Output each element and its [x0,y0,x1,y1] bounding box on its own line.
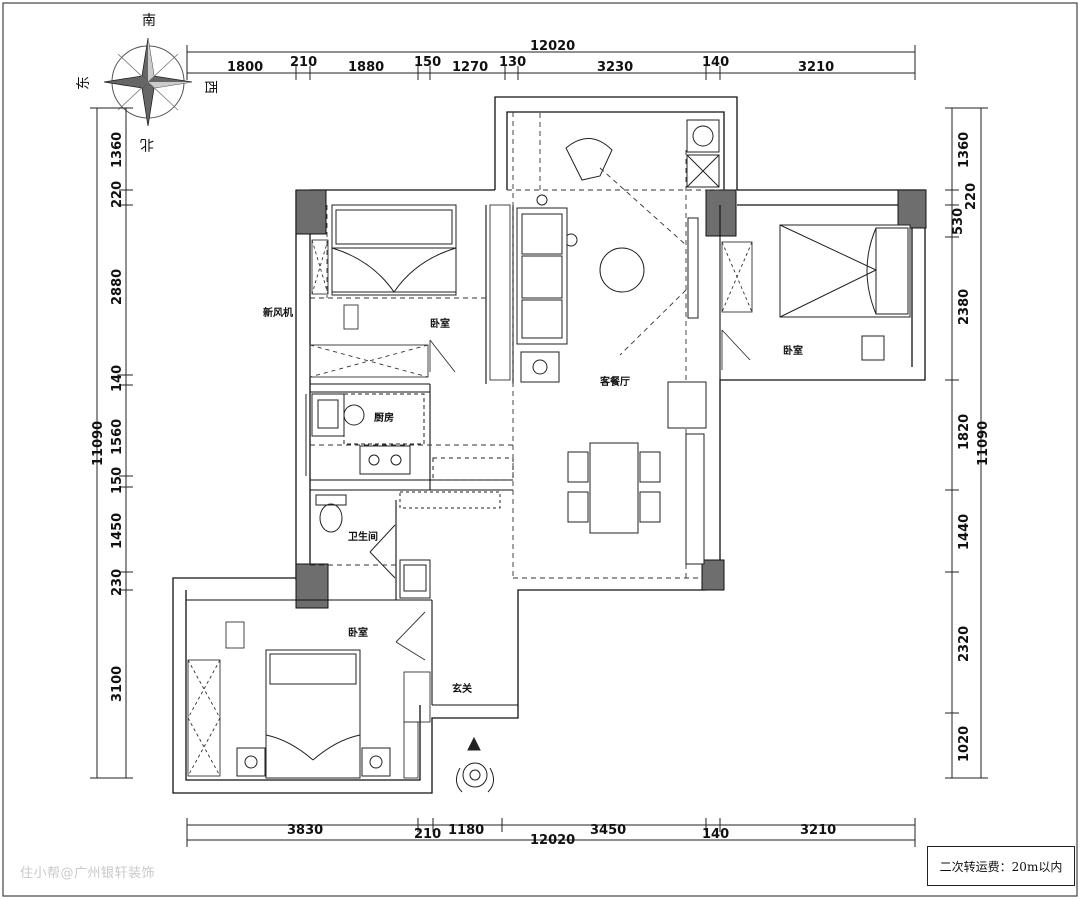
bottom-dim-3: 1180 [448,823,484,838]
compass-west-label: 西 [202,80,218,94]
top-dim-1: 1800 [227,60,263,75]
right-dim-4: 2380 [957,289,972,325]
entrance-person-icon [456,736,494,793]
right-dim-5: 1820 [957,414,972,450]
right-dim-2: 220 [964,183,979,210]
bathroom-label: 卫生间 [348,530,378,543]
living-dining-label: 客餐厅 [599,375,630,388]
balcony-furniture [536,119,720,247]
right-dim-8: 1020 [957,726,972,762]
left-dim-6: 150 [110,467,125,494]
bottom-dim-1: 3830 [287,823,323,838]
right-dim-1: 1360 [957,132,972,168]
left-dim-5: 1560 [110,419,125,455]
living-dining-furniture [516,207,707,565]
top-dim-4: 150 [414,55,441,70]
right-dim-6: 1440 [957,514,972,550]
bottom-dim-5: 140 [702,827,729,842]
top-dimension-lines [186,45,916,80]
dashed-lines [310,112,724,579]
top-dim-9: 3210 [798,60,834,75]
entrance-label: 玄关 [452,682,472,695]
kitchen-label: 厨房 [374,411,394,424]
compass: 南 西 东 北 [76,13,218,152]
wardrobe-nw [309,204,511,381]
fresh-air-label: 新风机 [263,306,293,319]
top-dim-6: 130 [499,55,526,70]
right-dim-3: 530 [951,208,966,235]
wardrobe-east [721,241,753,370]
top-total-dim: 12020 [530,39,575,54]
top-dim-5: 1270 [452,60,488,75]
fee-note-text: 二次转运费：20m以内 [939,859,1063,874]
bottom-dim-2: 210 [414,827,441,842]
top-dim-8: 140 [702,55,729,70]
compass-east-label: 东 [76,76,92,90]
bed-east [779,224,911,361]
bed-nw [331,204,457,296]
wardrobe-sw [187,611,431,779]
bottom-dimension-lines [186,818,916,847]
left-dim-8: 230 [110,569,125,596]
right-dim-7: 2320 [957,626,972,662]
left-dim-7: 1450 [110,513,125,549]
top-dim-2: 210 [290,55,317,70]
bottom-total-dim: 12020 [530,833,575,848]
left-dim-1: 1360 [110,132,125,168]
bedroom-nw-label: 卧室 [430,317,450,330]
fee-note: 二次转运费：20m以内 [927,846,1075,886]
left-dim-2: 220 [110,181,125,208]
right-total-dim: 11090 [976,421,991,466]
left-dim-4: 140 [110,365,125,392]
left-dimension-lines [90,107,133,779]
top-dim-7: 3230 [597,60,633,75]
top-dim-3: 1880 [348,60,384,75]
bottom-dim-6: 3210 [800,823,836,838]
compass-north-label: 北 [140,136,154,152]
compass-south-label: 南 [142,13,156,29]
bottom-dim-4: 3450 [590,823,626,838]
right-dimension-lines [945,107,988,779]
bedroom-east-label: 卧室 [783,344,803,357]
bedroom-sw-label: 卧室 [348,626,368,639]
bed-sw [236,649,391,779]
left-total-dim: 11090 [91,421,106,466]
bathroom-fixtures [315,457,514,599]
kitchen-fixtures [305,393,425,476]
watermark: 住小帮@广州银轩装饰 [20,866,156,881]
structural-columns [295,189,927,609]
left-dim-3: 2880 [110,269,125,305]
left-dim-9: 3100 [110,666,125,702]
